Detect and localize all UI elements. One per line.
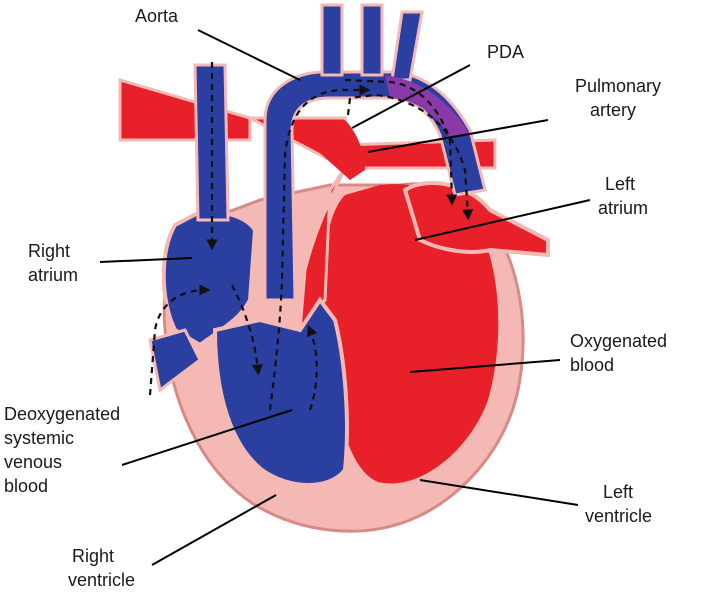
label-pda: PDA: [487, 42, 524, 62]
flow-arrow-ivc: [148, 284, 211, 396]
aorta-branch-2: [360, 3, 384, 77]
label-left-ventricle: Left ventricle: [585, 482, 652, 526]
flow-arrow-pda: [346, 93, 474, 221]
aorta-branch-1: [320, 3, 344, 77]
leader-left-ventricle: [419, 479, 579, 506]
leader-oxygenated-blood: [409, 359, 561, 373]
label-deoxygenated-blood: Deoxygenated systemic venous blood: [4, 404, 125, 496]
leader-left-atrium: [414, 199, 591, 241]
leader-right-atrium: [99, 257, 193, 263]
pulmonary-artery-vessel: [300, 120, 365, 180]
aorta-branch-3: [390, 10, 424, 82]
left-ventricle-chamber: [323, 184, 499, 484]
label-pulmonary-artery: Pulmonary artery: [575, 76, 666, 120]
flow-arrow-rv-out: [306, 324, 318, 411]
leader-pulmonary-artery: [367, 119, 549, 153]
label-left-atrium: Left atrium: [598, 174, 648, 218]
label-right-ventricle: Right ventricle: [68, 546, 135, 590]
pda-mixed-blood: [385, 75, 470, 138]
leader-pda: [351, 64, 471, 129]
right-ventricle-chamber: [212, 296, 349, 487]
label-oxygenated-blood: Oxygenated blood: [570, 331, 672, 375]
leader-right-ventricle: [151, 494, 277, 566]
flow-arrow-ra-rv: [231, 284, 263, 376]
aorta-arch: [263, 70, 487, 302]
label-right-atrium: Right atrium: [28, 241, 78, 285]
leader-deoxygenated-blood: [121, 409, 293, 466]
label-aorta: Aorta: [135, 6, 179, 26]
pulmonary-artery-branch: [118, 77, 252, 142]
leader-aorta: [197, 29, 301, 81]
flow-arrow-arch: [344, 78, 458, 206]
inferior-vena-cava: [148, 328, 202, 393]
left-atrium-chamber: [402, 181, 550, 258]
